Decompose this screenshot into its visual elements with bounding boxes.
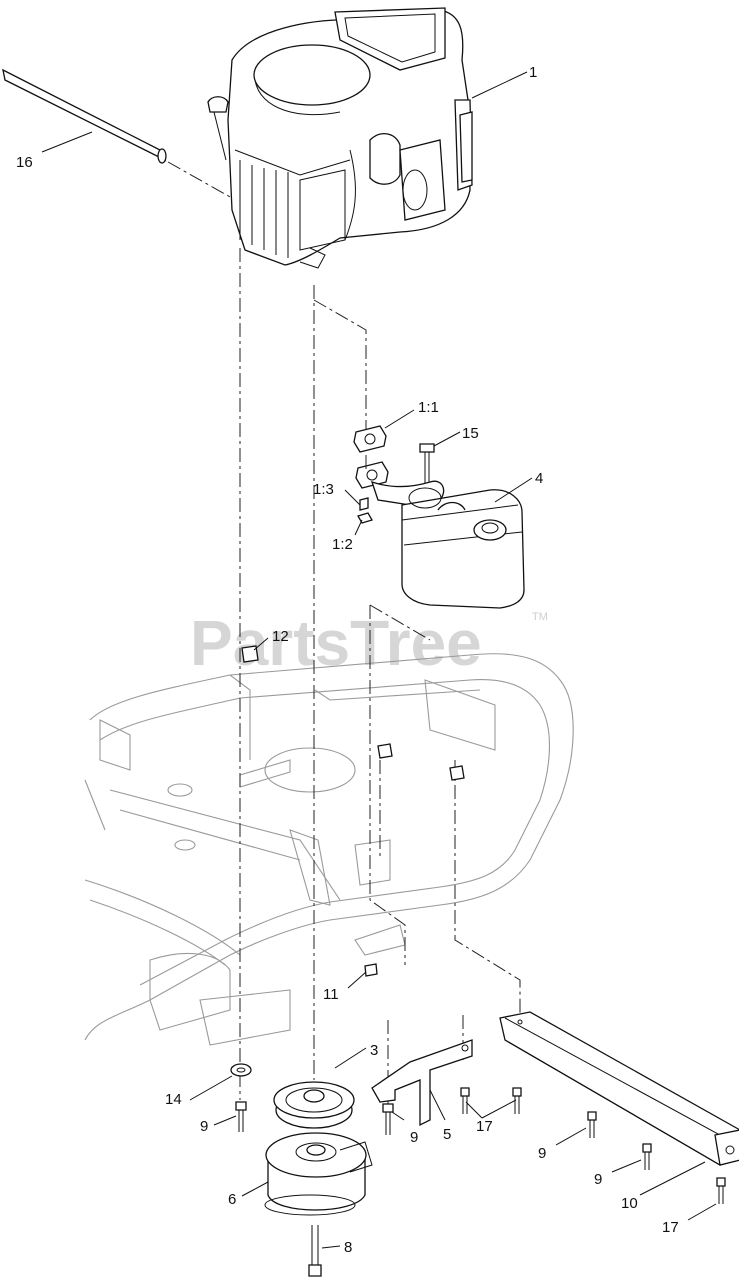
pulley-part-3	[273, 1081, 355, 1129]
tube-part-10	[499, 1011, 739, 1166]
callout-17-right: 17	[662, 1219, 679, 1236]
callout-14: 14	[165, 1091, 182, 1108]
watermark: PartsTree TM	[190, 607, 548, 679]
exhaust-gaskets	[353, 425, 389, 524]
callout-9-right-1: 9	[538, 1145, 546, 1162]
callout-1-1: 1:1	[418, 399, 439, 416]
frame-hardware	[241, 645, 465, 977]
muffler-part-4	[370, 480, 525, 609]
callout-labels: 1 16 1:1 15 1:3 4 1:2 12 11 3 14 9 9 5 1…	[16, 64, 679, 1256]
bolt-part-8	[308, 1225, 322, 1277]
callout-9-center: 9	[410, 1129, 418, 1146]
callout-1: 1	[529, 64, 537, 81]
callout-1-2: 1:2	[332, 536, 353, 553]
clutch-part-6	[264, 1132, 373, 1216]
rod-part-16	[2, 68, 233, 199]
callout-16: 16	[16, 154, 33, 171]
watermark-text: PartsTree	[190, 607, 482, 679]
callout-4: 4	[535, 470, 543, 487]
callout-15: 15	[462, 425, 479, 442]
callout-1-3: 1:3	[313, 481, 334, 498]
callout-9-right-2: 9	[594, 1171, 602, 1188]
callout-10: 10	[621, 1195, 638, 1212]
callout-11: 11	[323, 986, 339, 1003]
watermark-tm: TM	[532, 611, 548, 623]
callout-5: 5	[443, 1126, 451, 1143]
bolt-part-15	[419, 443, 435, 484]
bolts	[235, 1087, 726, 1204]
washer-part-14	[230, 1063, 252, 1077]
callout-9-left: 9	[200, 1118, 208, 1135]
callout-12: 12	[272, 628, 289, 645]
leader-lines	[41, 71, 717, 1249]
callout-17-center: 17	[476, 1118, 493, 1135]
callout-6: 6	[228, 1191, 236, 1208]
engine-part-1	[207, 7, 473, 269]
bracket-part-5	[371, 1039, 473, 1127]
callout-3: 3	[370, 1042, 378, 1059]
callout-8: 8	[344, 1239, 352, 1256]
